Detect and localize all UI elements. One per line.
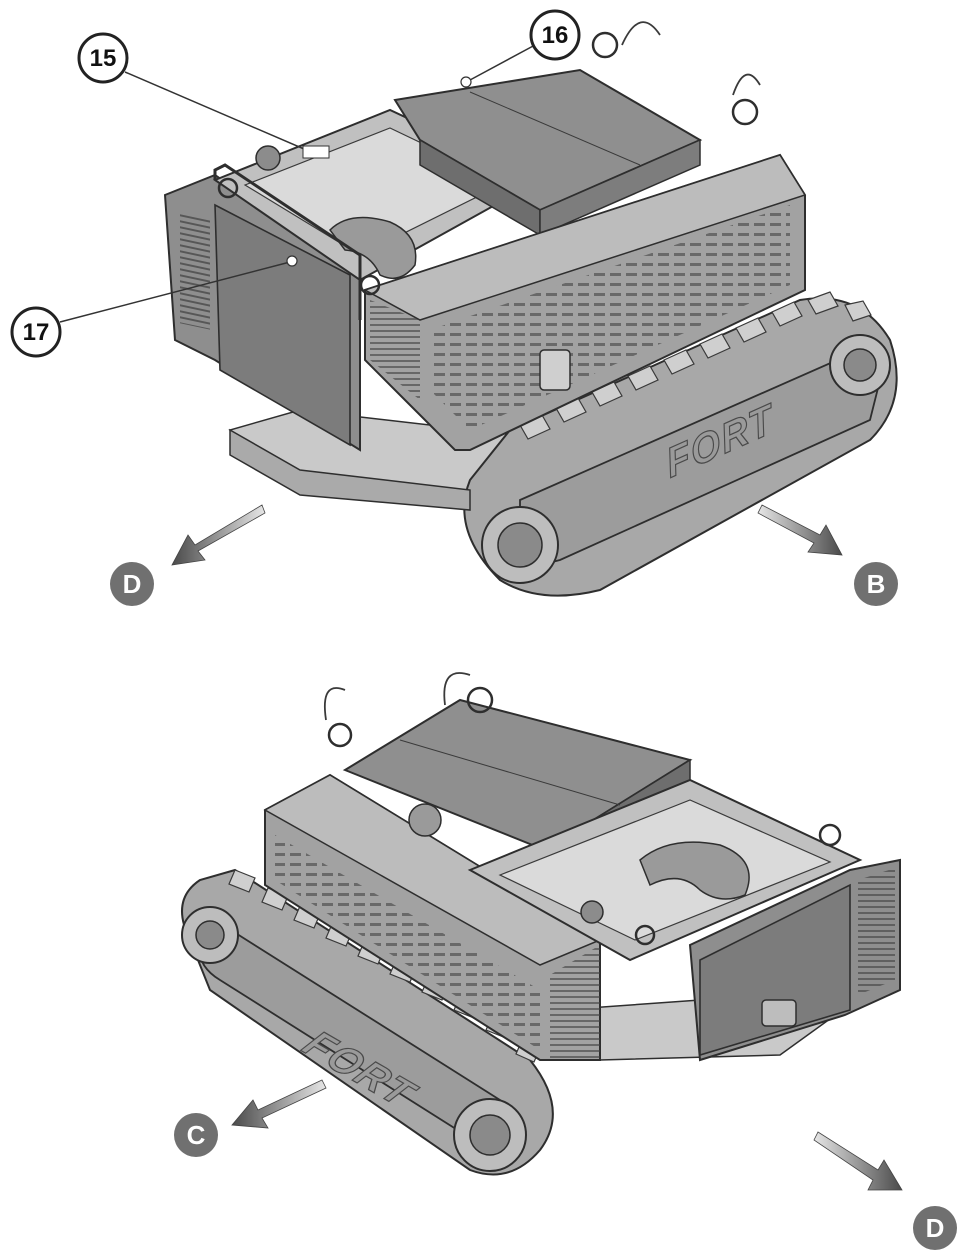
machine-bottom-view: FORT [181, 672, 901, 1176]
direction-badge-bottom-left: C [187, 1120, 206, 1150]
direction-arrow-bottom-left: C [174, 1079, 327, 1157]
direction-badge-top-left: D [123, 569, 142, 599]
direction-badge-bottom-right: D [926, 1213, 945, 1243]
right-track [463, 291, 898, 597]
filler-cap [255, 145, 281, 171]
lifting-eyes [217, 31, 759, 296]
safety-cables [621, 21, 761, 96]
callout-15: 15 [77, 32, 330, 159]
deck-front [229, 428, 471, 511]
front-hitch [761, 999, 797, 1027]
lifting-eyes-2 [327, 686, 842, 946]
rear-hitch [539, 349, 571, 391]
direction-arrow-bottom-right: D [813, 1131, 957, 1250]
front-roll-bar [213, 163, 362, 320]
direction-arrow-top-right: B [757, 504, 898, 606]
direction-arrow-top-left: D [110, 504, 266, 606]
callout-17-label: 17 [23, 319, 50, 346]
side-cover [214, 203, 351, 447]
engine-pipe [329, 216, 417, 280]
callout-16: 16 [460, 9, 581, 88]
filler-cap-3 [580, 900, 604, 924]
callout-16-label: 16 [542, 22, 569, 49]
filler-cap-2 [408, 803, 442, 837]
callout-17: 17 [10, 255, 298, 358]
callout-15-label: 15 [90, 45, 117, 72]
safety-cables-2 [324, 672, 471, 721]
engine-pipe-2 [639, 841, 750, 900]
direction-badge-top-right: B [867, 569, 886, 599]
machine-top-view: FORT [163, 21, 898, 597]
